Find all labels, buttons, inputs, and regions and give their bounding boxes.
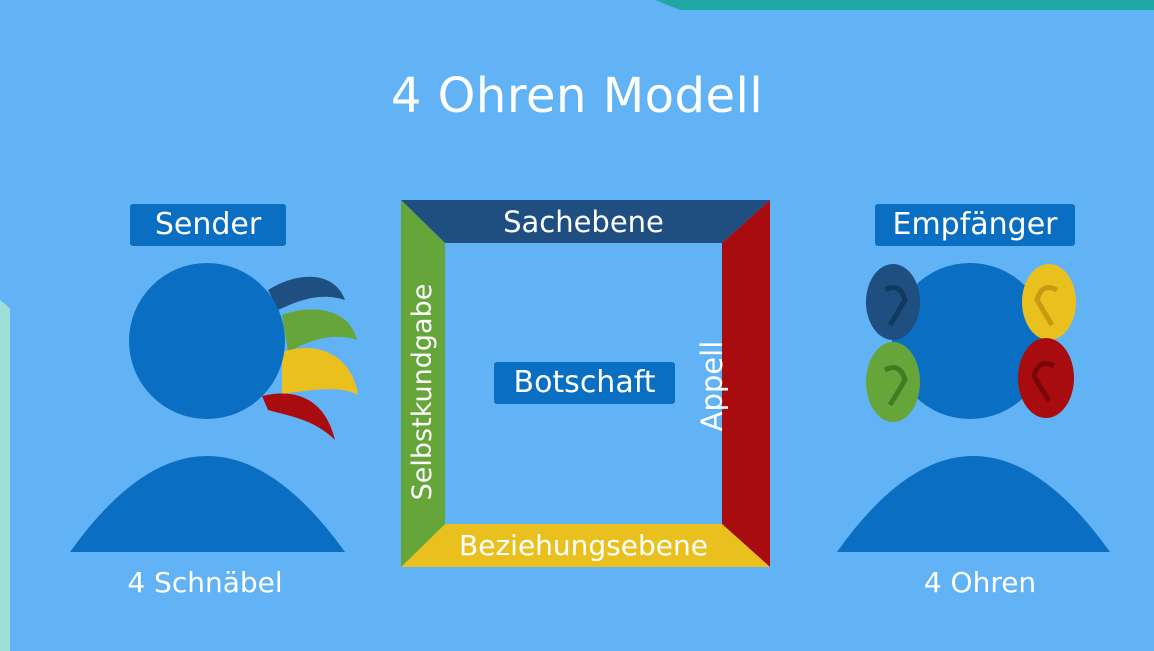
label-beziehungsebene: Beziehungsebene <box>459 529 708 562</box>
receiver-label: Empfänger <box>875 204 1075 246</box>
top-right-teal-accent <box>655 0 1154 10</box>
side-selbstkundgabe <box>401 200 445 567</box>
message-square <box>401 200 770 567</box>
label-appell: Appell <box>695 340 729 432</box>
page-title: 4 Ohren Modell <box>390 68 764 124</box>
beak-sachebene <box>268 276 345 310</box>
beak-selbstkundgabe <box>282 309 357 352</box>
beak-beziehungsebene <box>282 347 358 395</box>
sender-body <box>70 456 345 552</box>
sender-caption: 4 Schnäbel <box>127 566 283 599</box>
label-sachebene: Sachebene <box>503 205 664 239</box>
left-mint-accent <box>0 300 23 651</box>
ear-sachebene <box>866 264 920 340</box>
center-label-botschaft: Botschaft <box>494 362 675 404</box>
receiver-body <box>837 456 1110 552</box>
ear-beziehungsebene <box>1022 264 1076 340</box>
label-selbstkundgabe: Selbstkundgabe <box>407 283 438 501</box>
sender-figure <box>70 263 358 552</box>
side-beziehungsebene <box>401 524 770 567</box>
receiver-figure <box>837 263 1110 552</box>
side-appell <box>722 200 770 567</box>
receiver-head <box>892 263 1048 419</box>
side-sachebene <box>401 200 770 243</box>
ear-appell <box>1018 338 1074 418</box>
sender-head <box>129 263 285 419</box>
ear-selbstkundgabe <box>866 342 920 422</box>
receiver-caption: 4 Ohren <box>923 566 1037 599</box>
sender-label: Sender <box>130 204 286 246</box>
beak-appell <box>262 393 335 440</box>
